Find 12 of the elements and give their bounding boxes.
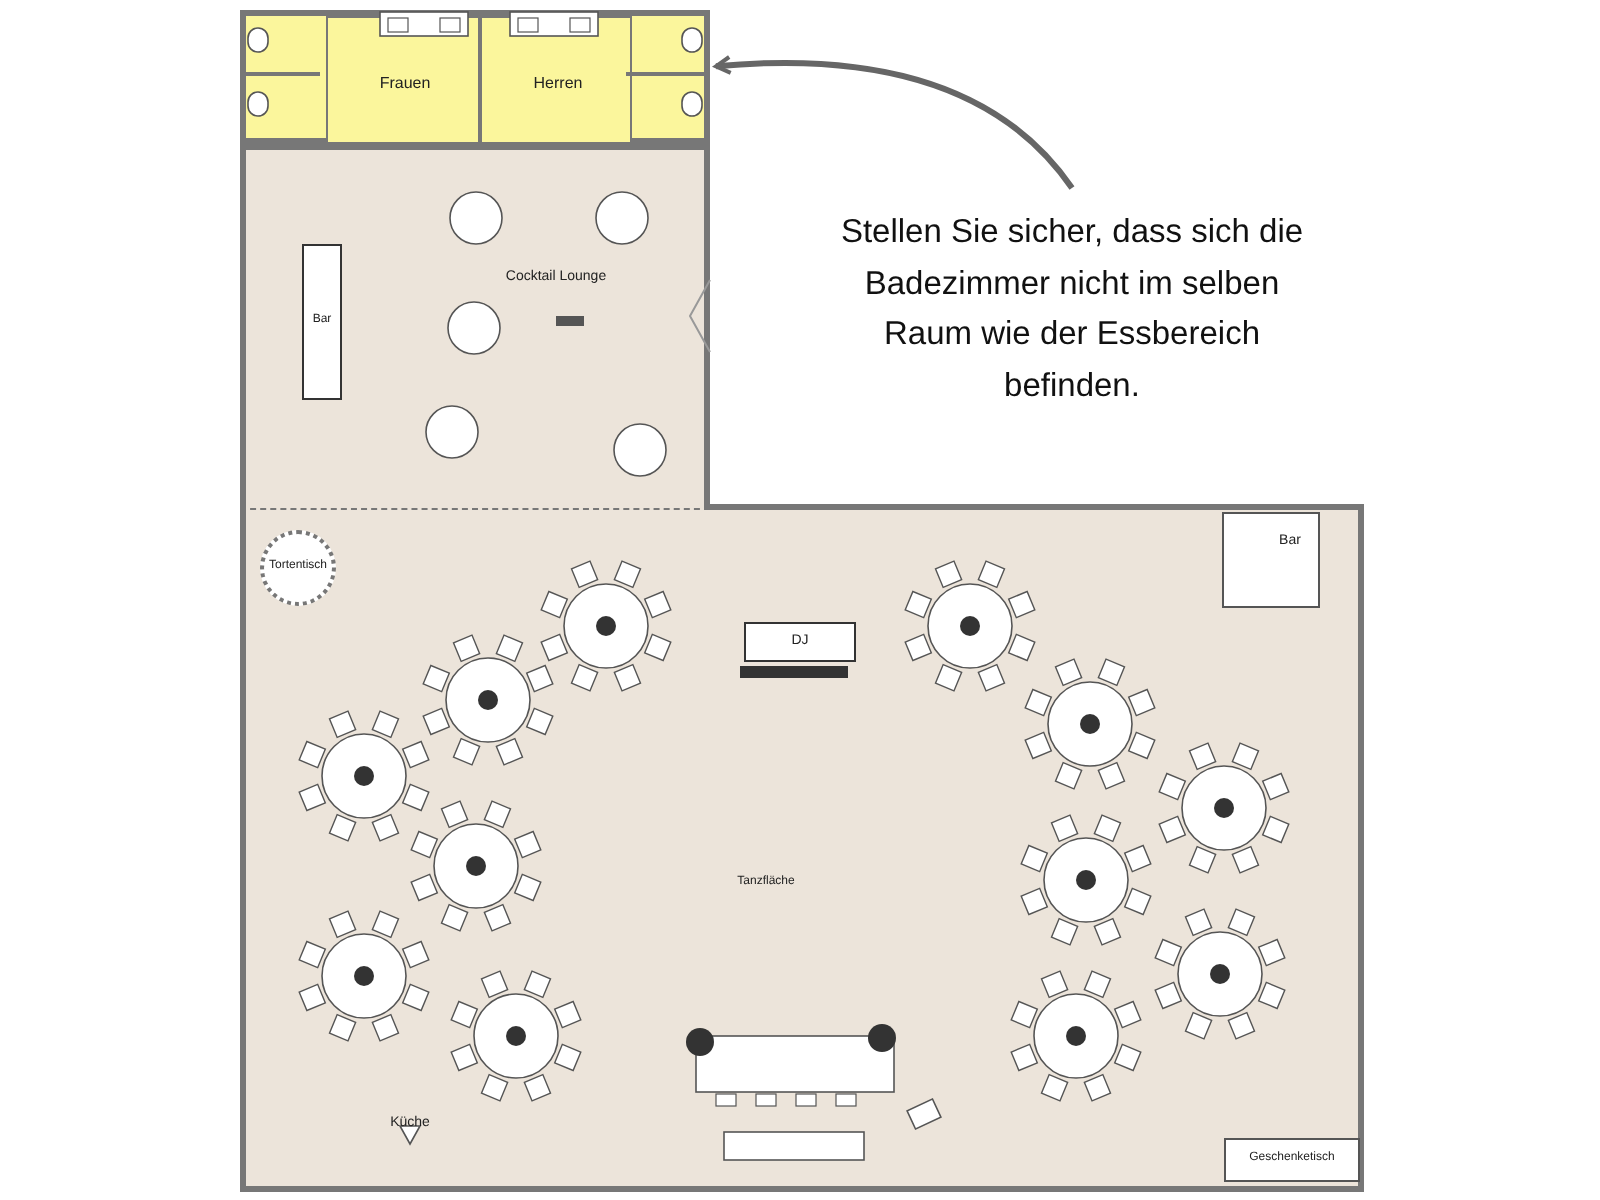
room bbox=[480, 16, 632, 144]
bar-counter bbox=[1222, 512, 1320, 608]
arrow bbox=[714, 55, 1075, 190]
room bbox=[240, 144, 710, 510]
cake-table bbox=[260, 530, 336, 606]
room-label: Herren bbox=[531, 74, 585, 92]
dj-booth bbox=[744, 622, 856, 662]
room bbox=[326, 16, 480, 144]
note-text: Stellen Sie sicher, dass sich die Badezimmer nicht im selben Raum wie der Essbereich befinden. bbox=[838, 212, 1306, 408]
gift-table bbox=[1224, 1138, 1360, 1182]
bar-counter bbox=[302, 244, 342, 400]
room-label: Frauen bbox=[377, 74, 433, 92]
